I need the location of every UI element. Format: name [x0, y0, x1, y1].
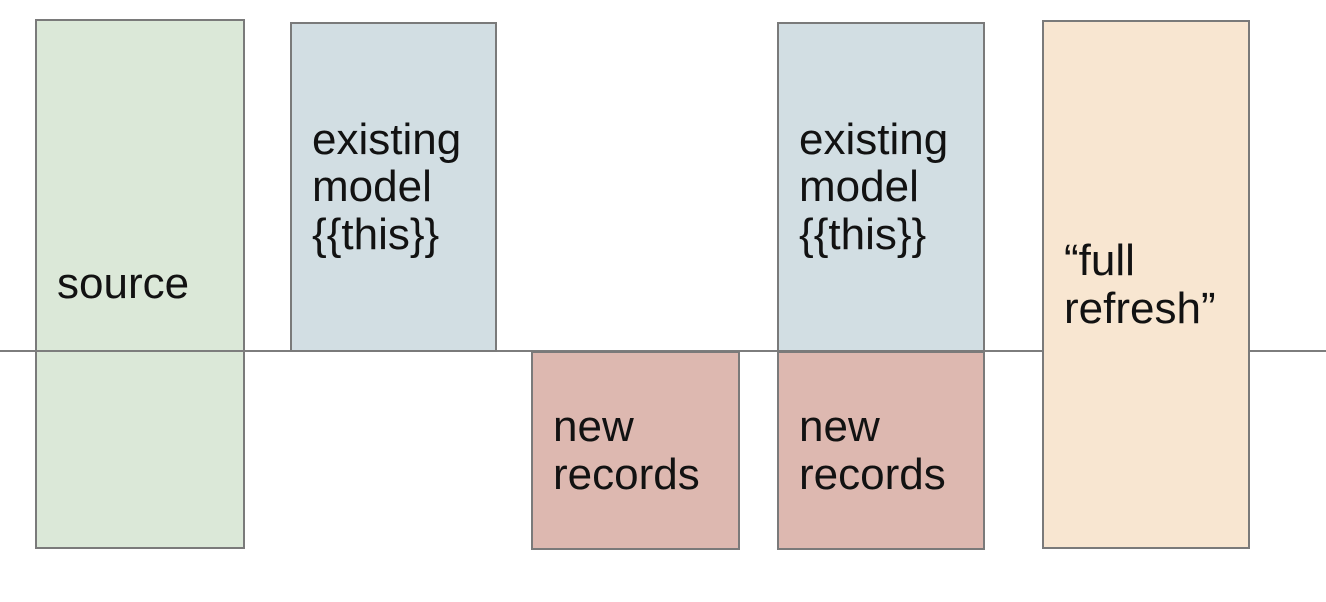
source-box-label: source	[57, 259, 190, 309]
new-records-box-1-label: new records	[553, 402, 700, 499]
new-records-box-2: new records	[777, 351, 985, 550]
new-records-box-1: new records	[531, 351, 740, 550]
new-records-box-2-label: new records	[799, 402, 946, 499]
full-refresh-box-label: “full refresh”	[1064, 236, 1216, 333]
existing-model-box-1-label: existing model {{this}}	[312, 115, 462, 259]
full-refresh-box: “full refresh”	[1042, 20, 1250, 549]
source-box: source	[35, 19, 245, 549]
existing-model-box-1: existing model {{this}}	[290, 22, 497, 352]
existing-model-box-2: existing model {{this}}	[777, 22, 985, 352]
existing-model-box-2-label: existing model {{this}}	[799, 115, 949, 259]
